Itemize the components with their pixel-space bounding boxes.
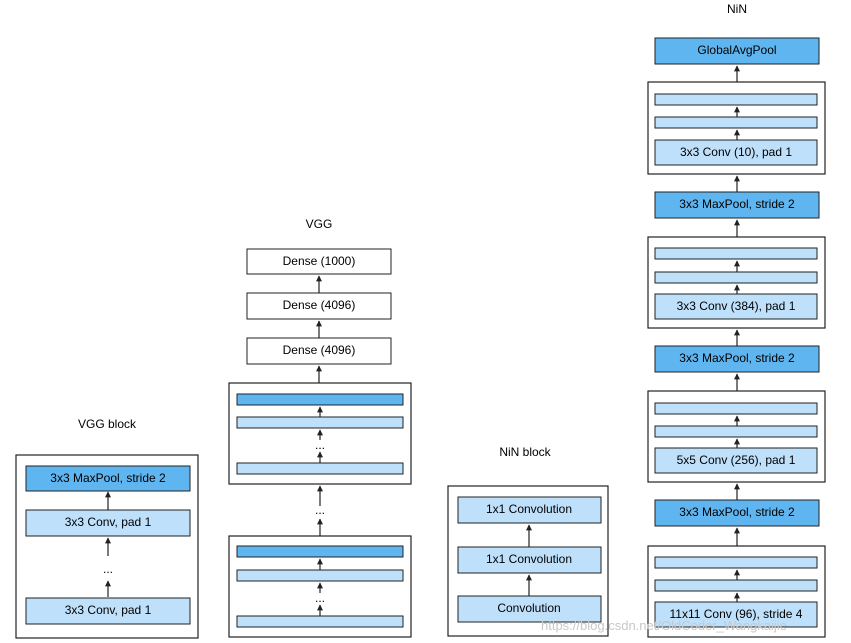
vgg-dense-4096-bottom-box: Dense (4096)	[246, 337, 392, 365]
vgg-block-upper-frame	[228, 382, 412, 485]
vgg-lower-ellipsis: ...	[315, 591, 325, 605]
nin-title: NiN	[727, 2, 747, 16]
nin-maxpool-2-label: 3x3 MaxPool, stride 2	[679, 351, 795, 365]
vgg-block-ellipsis: ...	[103, 562, 113, 576]
vgg-block-conv-top-box: 3x3 Conv, pad 1	[25, 509, 191, 537]
nin-block-2-bar	[654, 425, 818, 438]
nin-block-2-conv-box: 5x5 Conv (256), pad 1	[654, 447, 818, 474]
vgg-title: VGG	[306, 217, 333, 231]
vgg-block-lower-frame	[228, 535, 412, 638]
vgg-block-pool-box: 3x3 MaxPool, stride 2	[25, 465, 191, 492]
nin-block-1-conv-label: 11x11 Conv (96), stride 4	[670, 607, 803, 621]
vgg-dense-4096-top-label: Dense (4096)	[283, 298, 356, 312]
nin-block-title: NiN block	[499, 445, 551, 459]
nin-block-3-conv-box: 3x3 Conv (384), pad 1	[654, 293, 818, 320]
nin-block-2-conv-label: 5x5 Conv (256), pad 1	[677, 453, 796, 467]
nin-maxpool-1-box: 3x3 MaxPool, stride 2	[654, 499, 820, 527]
vgg-block-pool-label: 3x3 MaxPool, stride 2	[50, 471, 166, 485]
vgg-upper-conv-bar	[236, 416, 404, 429]
nin-maxpool-1-label: 3x3 MaxPool, stride 2	[679, 505, 795, 519]
vgg-block-conv-bottom-label: 3x3 Conv, pad 1	[65, 603, 152, 617]
nin-global-avg-pool-label: GlobalAvgPool	[697, 43, 776, 57]
nin-maxpool-3-label: 3x3 MaxPool, stride 2	[679, 197, 795, 211]
vgg-upper-pool-bar	[236, 393, 404, 406]
nin-block-1-bar	[654, 556, 818, 569]
nin-maxpool-2-box: 3x3 MaxPool, stride 2	[654, 345, 820, 373]
watermark-text: https://blog.csdn.net/OldCoder_Wangkaiji…	[541, 618, 787, 633]
nin-block-1x1-bottom-box: 1x1 Convolution	[457, 546, 602, 574]
nin-block-1-conv-box: 11x11 Conv (96), stride 4	[654, 601, 818, 628]
nin-block-4-conv-label: 3x3 Conv (10), pad 1	[680, 145, 792, 159]
nin-block-1x1-top-label: 1x1 Convolution	[486, 502, 572, 516]
nin-block-2-bar	[654, 402, 818, 415]
nin-block-conv-box: Convolution	[457, 595, 602, 623]
nin-block-4-frame	[647, 81, 826, 175]
vgg-lower-pool-bar	[236, 545, 404, 558]
vgg-lower-conv-bar	[236, 569, 404, 582]
vgg-upper-ellipsis: ...	[315, 438, 325, 452]
nin-block-1-bar	[654, 579, 818, 592]
vgg-block-frame	[15, 454, 199, 639]
vgg-dense-1000-label: Dense (1000)	[283, 254, 356, 268]
nin-block-1-frame	[647, 545, 826, 638]
nin-block-3-bar	[654, 247, 818, 260]
nin-block-1x1-top-box: 1x1 Convolution	[457, 496, 602, 524]
vgg-dense-4096-top-box: Dense (4096)	[246, 292, 392, 320]
nin-block-4-bar	[654, 116, 818, 129]
nin-block-3-bar	[654, 271, 818, 284]
nin-block-conv-label: Convolution	[497, 601, 560, 615]
nin-block-1x1-bottom-label: 1x1 Convolution	[486, 552, 572, 566]
vgg-dense-4096-bottom-label: Dense (4096)	[283, 343, 356, 357]
vgg-middle-ellipsis: ...	[315, 503, 325, 517]
vgg-upper-conv-bar	[236, 462, 404, 475]
nin-block-3-frame	[647, 236, 826, 329]
vgg-block-title: VGG block	[78, 417, 137, 431]
nin-block-4-bar	[654, 93, 818, 106]
vgg-block-conv-top-label: 3x3 Conv, pad 1	[65, 515, 152, 529]
vgg-dense-1000-box: Dense (1000)	[246, 248, 392, 275]
nin-block-3-conv-label: 3x3 Conv (384), pad 1	[677, 299, 796, 313]
vgg-lower-conv-bar	[236, 615, 404, 628]
nin-block-4-conv-box: 3x3 Conv (10), pad 1	[654, 139, 818, 166]
nin-global-avg-pool-box: GlobalAvgPool	[654, 37, 820, 65]
nin-maxpool-3-box: 3x3 MaxPool, stride 2	[654, 191, 820, 219]
nin-block-2-frame	[647, 390, 826, 483]
nin-block-frame	[447, 485, 609, 637]
vgg-block-conv-bottom-box: 3x3 Conv, pad 1	[25, 597, 191, 625]
